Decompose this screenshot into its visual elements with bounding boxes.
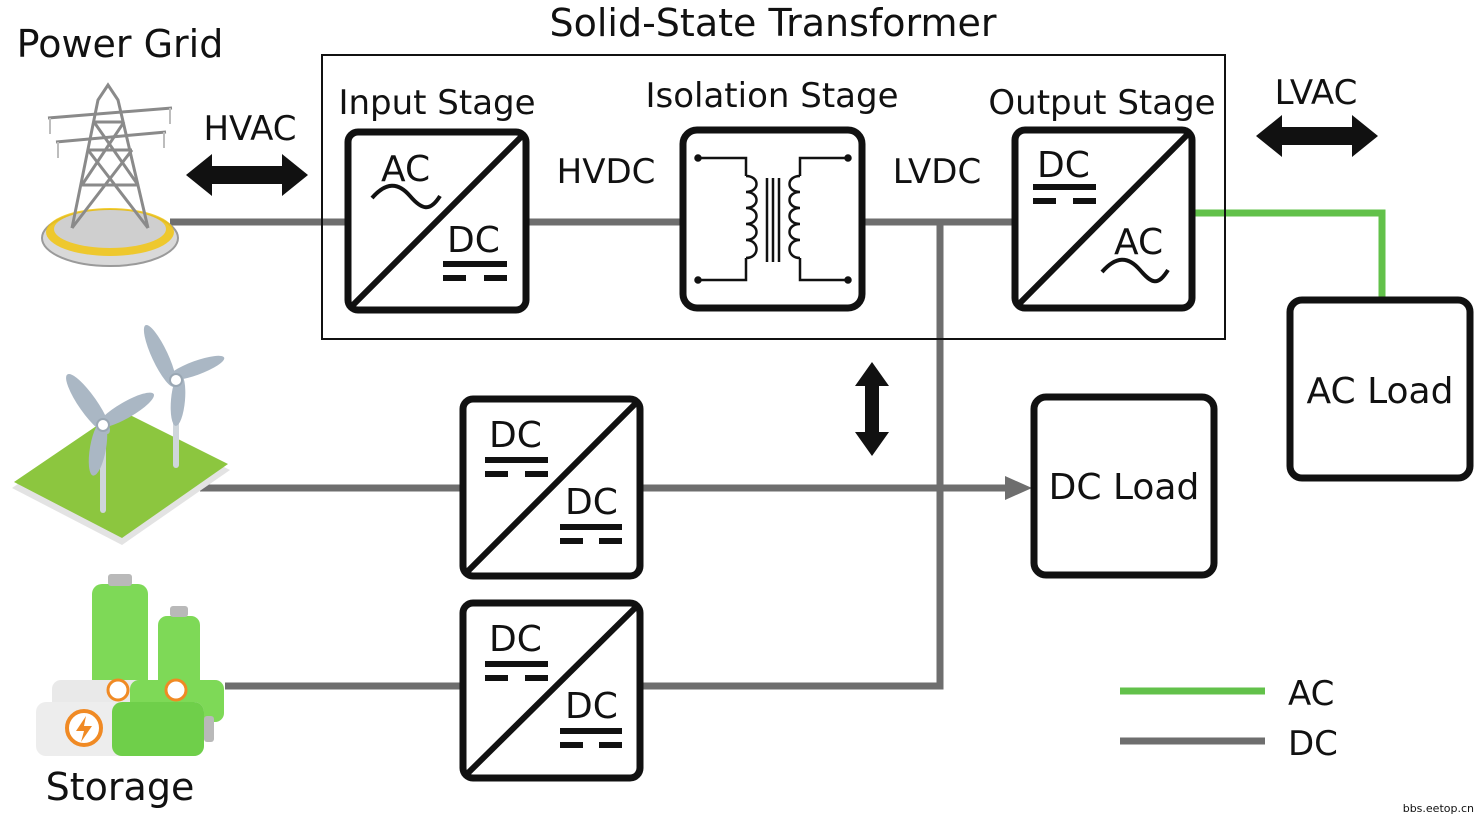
converter-diagonal — [464, 604, 639, 777]
dc-symbol-icon — [443, 261, 507, 281]
input-stage-label: Input Stage — [338, 83, 535, 123]
lvac-line — [1192, 209, 1386, 300]
wind-turbine-icon — [12, 325, 230, 545]
hvac-double-arrow-icon — [186, 154, 308, 196]
dc-symbol-icon — [560, 524, 622, 544]
lvdc-bus-line — [640, 222, 944, 690]
dc-symbol-icon — [1033, 184, 1096, 204]
watermark: bbs.eetop.cn — [1403, 802, 1474, 815]
legend-ac-label: AC — [1288, 674, 1334, 714]
storage-label: Storage — [46, 765, 195, 809]
isolation-transformer — [679, 126, 866, 312]
power-tower-icon — [41, 82, 179, 267]
dc-symbol-icon — [485, 661, 548, 681]
hvdc-label: HVDC — [557, 152, 656, 192]
storage-converter-bottom-label: DC — [565, 686, 618, 727]
converter-diagonal — [349, 133, 525, 309]
lvac-double-arrow-icon — [1256, 115, 1378, 157]
wind-converter-bottom-label: DC — [565, 482, 618, 523]
lvdc-label: LVDC — [893, 152, 981, 192]
input-converter: AC DC — [344, 128, 530, 314]
wind-converter: DC DC — [459, 395, 644, 580]
lvac-label: LVAC — [1275, 73, 1358, 113]
input-converter-bottom-label: DC — [447, 220, 500, 261]
converter-diagonal — [1016, 131, 1191, 307]
isolation-stage-label: Isolation Stage — [645, 76, 898, 116]
input-converter-top-label: AC — [381, 149, 430, 190]
storage-converter-top-label: DC — [489, 619, 542, 660]
ac-wave-icon — [370, 183, 442, 210]
output-stage-label: Output Stage — [988, 83, 1215, 123]
ac-load-box: AC Load — [1286, 296, 1474, 482]
dc-symbol-icon — [485, 457, 548, 477]
hvac-label: HVAC — [203, 109, 296, 149]
sst-title: Solid-State Transformer — [549, 1, 996, 45]
output-converter-top-label: DC — [1037, 145, 1090, 186]
converter-diagonal — [464, 400, 639, 575]
dc-load-box: DC Load — [1030, 393, 1218, 579]
legend-dc-label: DC — [1288, 724, 1338, 764]
wind-converter-top-label: DC — [489, 415, 542, 456]
legend: AC DC — [1120, 674, 1338, 764]
dc-load-label: DC Load — [1049, 467, 1200, 508]
power-grid-label: Power Grid — [17, 22, 224, 66]
vertical-double-arrow-icon — [855, 362, 889, 456]
connections — [170, 209, 1386, 690]
output-converter: DC AC — [1011, 126, 1196, 312]
ac-wave-icon — [1100, 257, 1170, 284]
storage-converter: DC DC — [459, 599, 644, 782]
dc-load-arrowhead — [1005, 476, 1032, 500]
sst-enclosure — [321, 54, 1226, 340]
dc-symbol-icon — [560, 728, 622, 748]
transformer-icon — [694, 154, 852, 284]
output-converter-bottom-label: AC — [1114, 222, 1163, 263]
ac-load-label: AC Load — [1307, 371, 1454, 412]
battery-icon — [36, 574, 224, 756]
